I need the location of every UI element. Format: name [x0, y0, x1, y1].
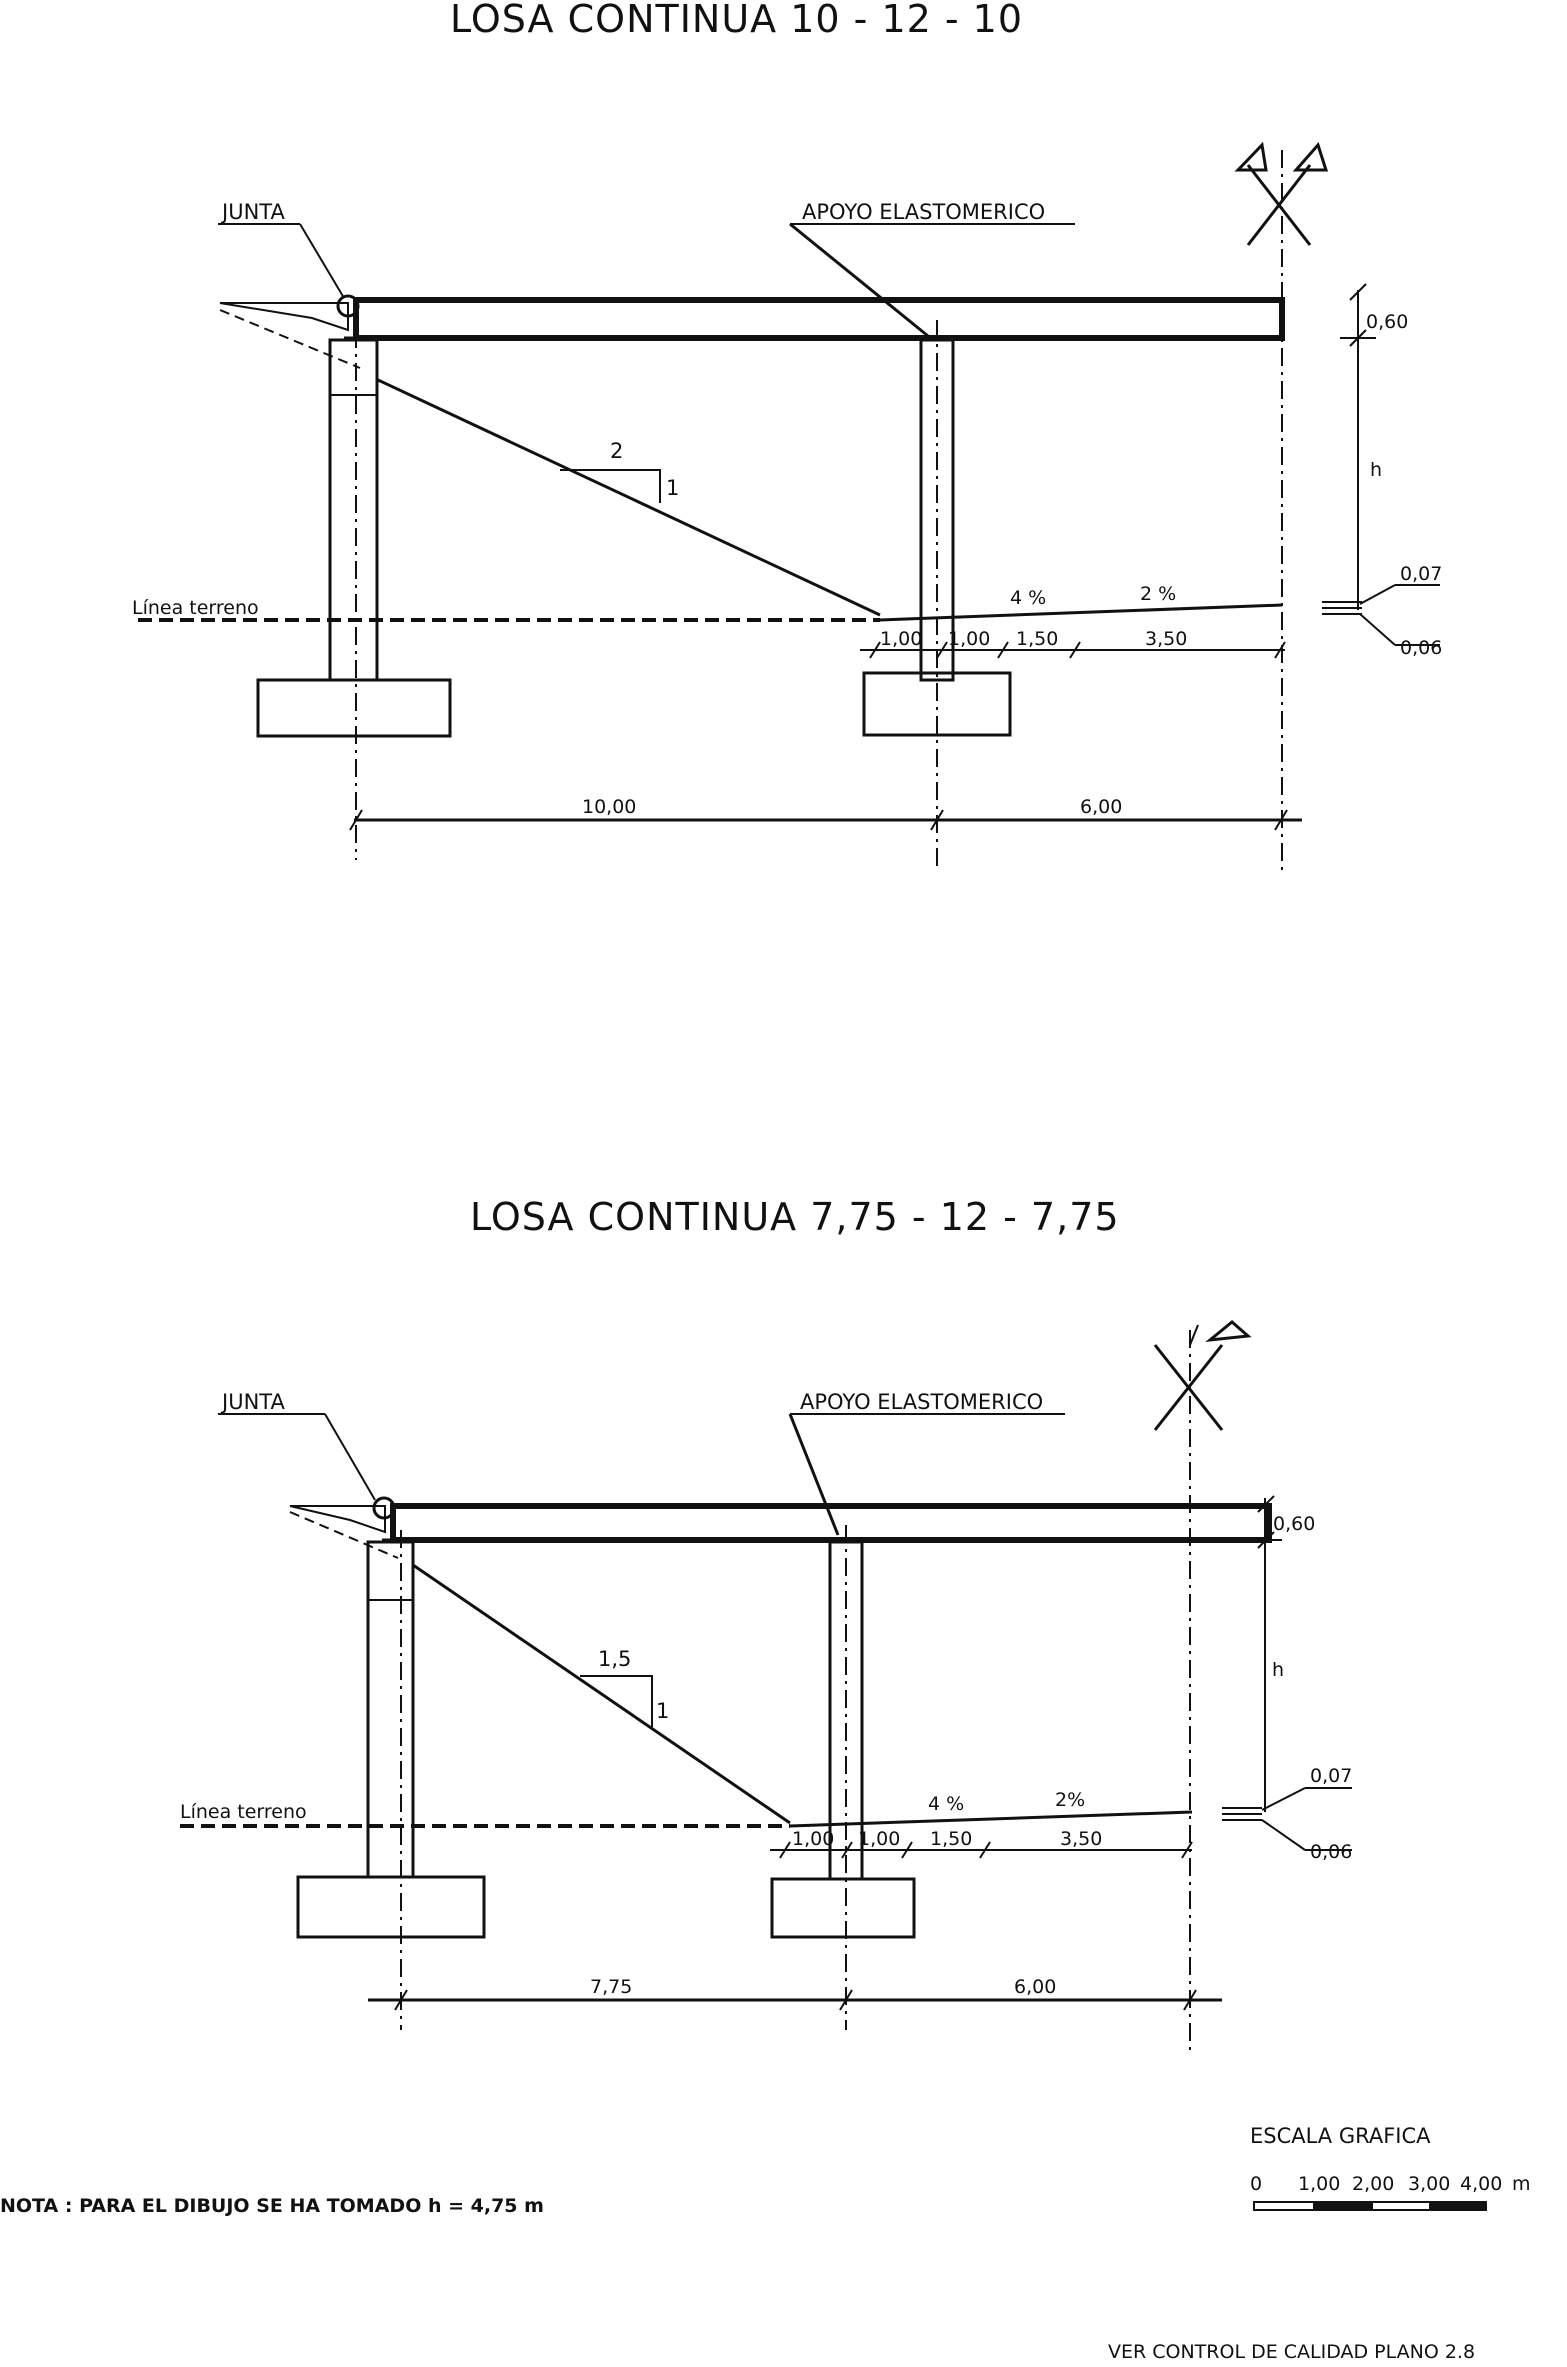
- drawing-1-span-1: 10,00: [582, 796, 636, 818]
- drawing-1-dim-c: 1,50: [1016, 628, 1058, 650]
- drawing-2-d006: 0,06: [1310, 1841, 1352, 1863]
- drawing-1-apoyo-label: APOYO ELASTOMERICO: [802, 200, 1045, 224]
- drawing-2-junta-label: JUNTA: [220, 1390, 285, 1414]
- drawing-1-span-2: 6,00: [1080, 796, 1122, 818]
- drawing-1-slope-rise: 1: [666, 476, 679, 500]
- scale-title: ESCALA GRAFICA: [1250, 2124, 1431, 2148]
- drawing-1-terreno-label: Línea terreno: [132, 597, 259, 619]
- scale-bar-segment-4: [1429, 2201, 1487, 2211]
- scale-tick-0: 0: [1250, 2173, 1262, 2195]
- drawing-2-d007: 0,07: [1310, 1765, 1352, 1787]
- drawing-2-span-2: 6,00: [1014, 1976, 1056, 1998]
- drawing-2-dim-a: 1,00: [792, 1828, 834, 1850]
- scale-bar-segment-1: [1253, 2201, 1315, 2211]
- drawing-2-deck: [390, 1503, 1272, 1543]
- scale-tick-4: 4,00: [1460, 2173, 1502, 2195]
- drawing-1-title: LOSA CONTINUA 10 - 12 - 10: [450, 0, 1023, 41]
- drawing-1-pct-a: 4 %: [1010, 587, 1046, 609]
- drawing-1-pier: [919, 338, 955, 682]
- drawing-2-title: LOSA CONTINUA 7,75 - 12 - 7,75: [470, 1195, 1120, 1239]
- drawing-2: LOSA CONTINUA 7,75 - 12 - 7,75 JUNTA APO…: [180, 1195, 1352, 2050]
- graphic-scale: ESCALA GRAFICA 0 1,00 2,00 3,00 4,00 m: [1250, 2124, 1531, 2211]
- drawing-2-slope-rise: 1: [656, 1699, 669, 1723]
- nota-text: NOTA : PARA EL DIBUJO SE HA TOMADO h = 4…: [0, 2195, 544, 2217]
- scale-bar-segment-2: [1313, 2201, 1373, 2211]
- drawing-2-dh: h: [1272, 1659, 1284, 1681]
- drawing-1-d060: 0,60: [1366, 311, 1408, 333]
- drawing-2-d060: 0,60: [1273, 1513, 1315, 1535]
- drawing-2-pct-a: 4 %: [928, 1793, 964, 1815]
- drawing-1-slope-run: 2: [610, 439, 623, 463]
- drawing-1-dim-d: 3,50: [1145, 628, 1187, 650]
- drawing-1-junta-label: JUNTA: [220, 200, 285, 224]
- footer-reference: VER CONTROL DE CALIDAD PLANO 2.8: [1108, 2341, 1475, 2363]
- drawing-2-pct-b: 2%: [1055, 1789, 1085, 1811]
- drawing-2-abutment-footing: [296, 1875, 486, 1939]
- drawing-1-abutment: [328, 338, 379, 682]
- drawing-2-span-1: 7,75: [590, 1976, 632, 1998]
- drawing-1-pier-footing: [862, 671, 1012, 737]
- drawing-2-pier-footing: [770, 1877, 916, 1939]
- scale-tick-1: 1,00: [1298, 2173, 1340, 2195]
- drawing-2-dim-d: 3,50: [1060, 1828, 1102, 1850]
- drawing-2-dim-c: 1,50: [930, 1828, 972, 1850]
- drawing-1-deck: [353, 297, 1285, 341]
- drawing-1-abutment-footing: [256, 678, 452, 738]
- drawing-1-dh: h: [1370, 459, 1382, 481]
- drawing-1-pct-b: 2 %: [1140, 583, 1176, 605]
- drawing-1: LOSA CONTINUA 10 - 12 - 10 JUNTA APOYO E…: [132, 0, 1442, 870]
- scale-tick-3: 3,00: [1408, 2173, 1450, 2195]
- drawing-1-dim-b: 1,00: [948, 628, 990, 650]
- scale-bar-segment-3: [1371, 2201, 1431, 2211]
- drawing-2-slope-run: 1,5: [598, 1647, 631, 1671]
- scale-tick-2: 2,00: [1352, 2173, 1394, 2195]
- drawing-1-d007: 0,07: [1400, 563, 1442, 585]
- drawing-1-d006: 0,06: [1400, 637, 1442, 659]
- drawing-2-terreno-label: Línea terreno: [180, 1801, 307, 1823]
- scale-unit: m: [1512, 2173, 1531, 2195]
- drawing-2-dim-b: 1,00: [858, 1828, 900, 1850]
- drawing-1-dim-a: 1,00: [880, 628, 922, 650]
- drawing-2-apoyo-label: APOYO ELASTOMERICO: [800, 1390, 1043, 1414]
